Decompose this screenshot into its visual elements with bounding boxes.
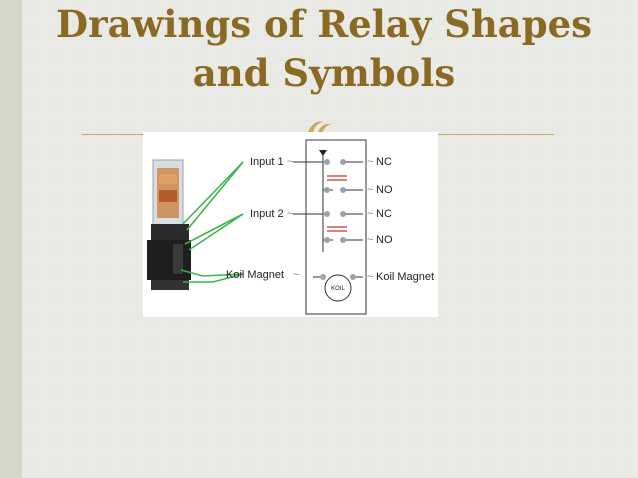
no-1-label: NO (376, 184, 393, 196)
nc-2-label: NC (376, 208, 392, 220)
title-rule-right (332, 134, 554, 135)
koil-symbol (324, 274, 352, 302)
tilde-koil-right: ~ (367, 271, 373, 283)
koil-magnet-left-label: Koil Magnet (226, 269, 284, 281)
tilde-no-2: ~ (367, 234, 373, 246)
koil-magnet-right-label: Koil Magnet (376, 271, 434, 283)
wire-group (180, 161, 244, 283)
no-2-label: NO (376, 234, 393, 246)
relay-diagram-image: Input 1 Input 2 Koil Magnet ~ ~ ~ (143, 132, 438, 317)
tilde-nc-1: ~ (367, 156, 373, 168)
left-accent-bar (0, 0, 22, 478)
tilde-koil-left: ~ (293, 269, 299, 281)
relay-diagram: Input 1 Input 2 Koil Magnet ~ ~ ~ (147, 139, 434, 315)
schematic-frame (305, 139, 367, 315)
slide-title: Drawings of Relay Shapes and Symbols (30, 0, 618, 98)
input-1-label: Input 1 (250, 156, 284, 168)
input-2-label: Input 2 (250, 208, 284, 220)
relay-device (147, 159, 191, 290)
tilde-input-1: ~ (287, 156, 293, 168)
title-line-1: Drawings of Relay Shapes (56, 2, 592, 46)
title-line-2: and Symbols (192, 51, 456, 95)
schematic-lines (293, 154, 363, 278)
tilde-nc-2: ~ (367, 208, 373, 220)
nc-1-label: NC (376, 156, 392, 168)
tilde-no-1: ~ (367, 184, 373, 196)
koil-label: KOIL (331, 286, 345, 292)
tilde-input-2: ~ (287, 208, 293, 220)
switch-contacts (319, 150, 356, 280)
